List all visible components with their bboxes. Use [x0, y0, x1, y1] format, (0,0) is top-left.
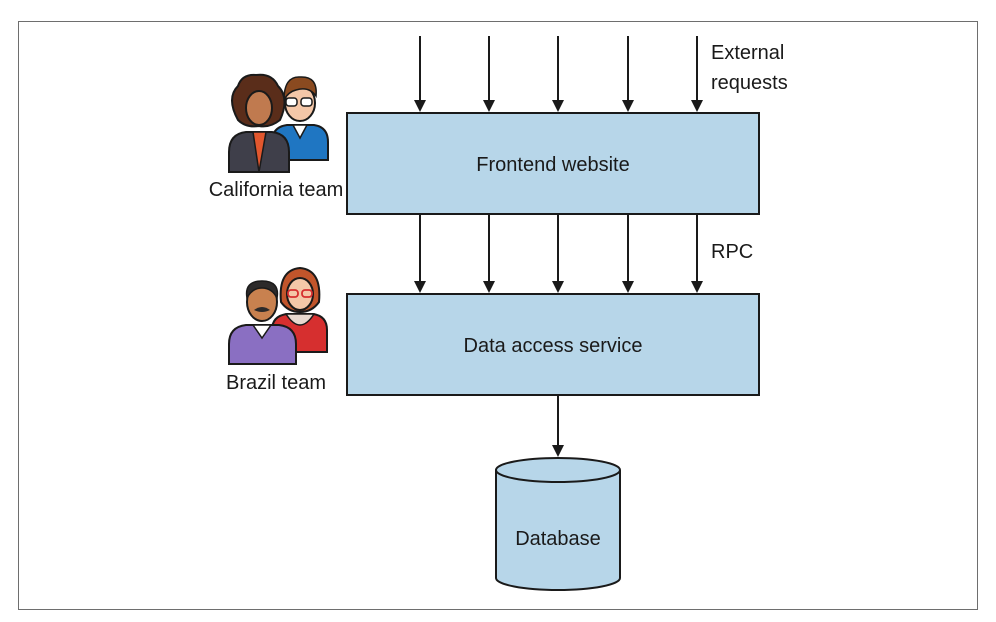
rpc-arrow-2 [483, 215, 495, 293]
data-access-service-label: Data access service [464, 335, 643, 357]
external-arrow-1 [414, 36, 426, 112]
external-arrow-2 [483, 36, 495, 112]
rpc-arrow-4 [622, 215, 634, 293]
frontend-website-label: Frontend website [476, 154, 629, 176]
california-team-people-icon [228, 73, 329, 173]
external-arrow-4 [622, 36, 634, 112]
brazil-team-label: Brazil team [226, 372, 326, 394]
external-requests-label-line1: External [711, 42, 784, 64]
external-arrow-5 [691, 36, 703, 112]
rpc-arrow-5 [691, 215, 703, 293]
database-cylinder [495, 457, 621, 591]
rpc-label: RPC [711, 241, 753, 263]
rpc-arrow-3 [552, 215, 564, 293]
rpc-arrows [414, 215, 703, 293]
database-arrow [552, 396, 564, 457]
rpc-arrow-1 [414, 215, 426, 293]
brazil-team-people-icon [228, 266, 328, 365]
external-arrow-3 [552, 36, 564, 112]
california-team-label: California team [209, 179, 344, 201]
external-requests-label-line2: requests [711, 72, 788, 94]
database-label: Database [515, 528, 601, 550]
frontend-website-box [346, 112, 760, 215]
external-request-arrows [414, 36, 703, 112]
data-access-service-box [346, 293, 760, 396]
